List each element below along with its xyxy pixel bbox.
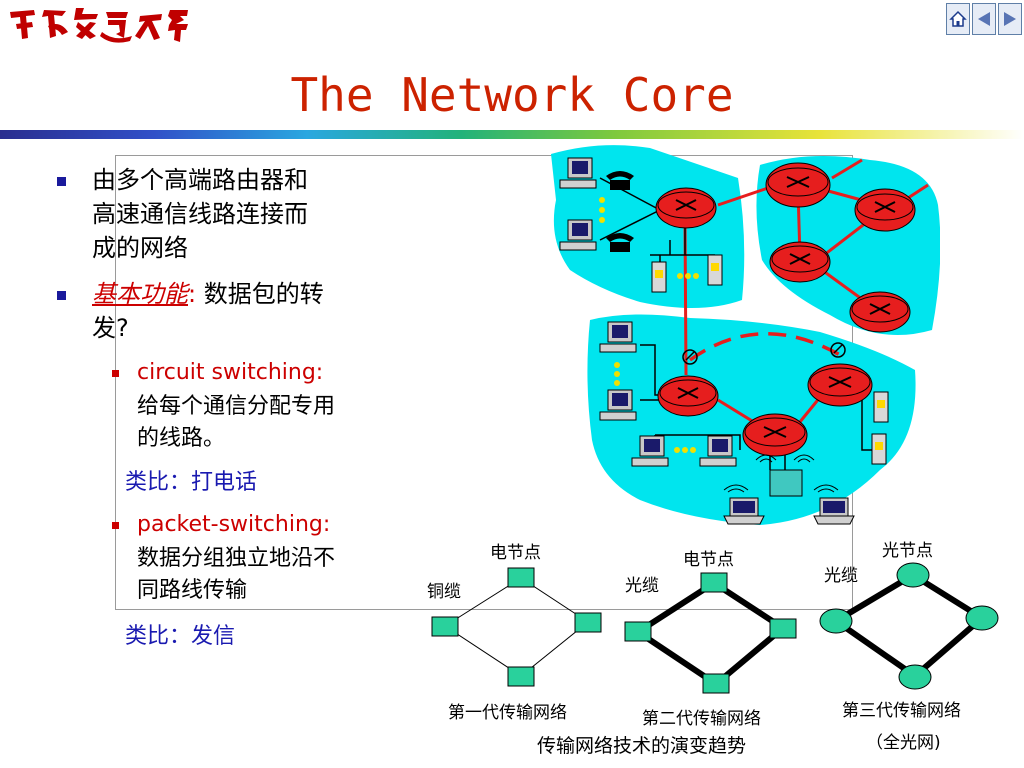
packet-switching-line-1: 数据分组独立地沿不	[137, 546, 336, 571]
electric-node	[624, 621, 652, 642]
computer-icon	[559, 157, 597, 189]
server-icon	[651, 261, 667, 293]
analogy-phone: 类比：打电话	[125, 470, 258, 495]
gen2-cable-label: 光缆	[625, 576, 659, 596]
bullet-marker	[57, 177, 66, 186]
bullet-marker	[57, 291, 66, 300]
laptop-icon	[813, 484, 855, 525]
transmission-evolution-diagram: 电节点 铜缆 第一代传输网络 电节点 光缆 第二代传输网络 光节点 光缆 第三代…	[427, 541, 999, 757]
next-button[interactable]	[998, 3, 1022, 35]
telephone-icon	[606, 233, 634, 252]
triangle-right-icon	[1004, 12, 1016, 26]
optical-node	[898, 664, 932, 690]
network-core-diagram	[551, 145, 940, 525]
wireless-base-station-icon	[755, 454, 815, 497]
packet-switching-title: packet-switching:	[137, 512, 331, 537]
analogy-letter: 类比：发信	[125, 624, 236, 649]
server-icon	[873, 391, 889, 423]
telephone-icon	[606, 171, 634, 190]
server-icon	[707, 254, 723, 286]
triangle-left-icon	[978, 12, 990, 26]
circuit-switching-line-1: 给每个通信分配专用	[137, 394, 336, 419]
sub-bullet-marker	[112, 522, 119, 529]
gen2-caption: 第二代传输网络	[642, 709, 761, 729]
electric-node	[507, 567, 535, 588]
keyword-basic-function: 基本功能	[92, 280, 188, 308]
gen2-node-label: 电节点	[683, 550, 734, 570]
link	[831, 158, 863, 180]
bullet-1-line-3: 成的网络	[92, 234, 188, 262]
computer-icon	[631, 435, 669, 467]
keyword-colon: :	[188, 280, 197, 308]
electric-node	[769, 618, 797, 639]
packet-switching-line-2: 同路线传输	[137, 578, 248, 603]
gen1-caption: 第一代传输网络	[448, 703, 567, 723]
router-icon	[655, 187, 717, 229]
trend-caption: 传输网络技术的演变趋势	[537, 735, 746, 757]
slide-nav	[946, 3, 1022, 37]
computer-icon	[559, 219, 597, 251]
router-icon	[854, 188, 916, 232]
access-network-cloud-top	[551, 145, 745, 309]
gen1-cable-label: 铜缆	[427, 582, 461, 602]
link	[717, 186, 769, 207]
home-icon	[949, 10, 967, 27]
bullet-1-line-1: 由多个高端路由器和	[92, 166, 308, 194]
gen3-node-label: 光节点	[882, 541, 933, 561]
electric-node	[702, 673, 730, 694]
laptop-icon	[723, 484, 765, 525]
electric-node	[700, 572, 728, 593]
server-icon	[871, 433, 887, 465]
router-icon	[849, 291, 911, 333]
electric-node	[574, 612, 602, 633]
slide-title: The Network Core	[290, 68, 734, 122]
electric-node	[507, 666, 535, 687]
gen3-caption: 第三代传输网络	[842, 701, 961, 721]
gen3-cable-label: 光缆	[824, 566, 858, 586]
gen1-node-label: 电节点	[490, 543, 541, 563]
computer-icon	[599, 389, 637, 421]
optical-node	[896, 562, 930, 588]
bullet-1-line-2: 高速通信线路连接而	[92, 200, 308, 228]
optical-node	[819, 608, 853, 634]
title-underline	[0, 130, 1024, 139]
previous-button[interactable]	[972, 3, 996, 35]
sub-bullet-marker	[112, 370, 119, 377]
satellite-dish-icon	[830, 342, 846, 358]
bullet-2-rest: 数据包的转	[196, 280, 324, 308]
satellite-dish-icon	[682, 349, 698, 365]
router-icon	[769, 241, 831, 283]
computer-icon	[699, 435, 737, 467]
circuit-switching-line-2: 的线路。	[137, 426, 226, 451]
optical-node	[965, 605, 999, 631]
electric-node	[431, 616, 459, 637]
bullet-2-line-1: 基本功能: 数据包的转	[92, 277, 324, 311]
university-logo	[10, 8, 188, 43]
circuit-switching-title: circuit switching:	[137, 360, 324, 385]
router-icon	[765, 162, 831, 208]
bullet-2-line-2: 发?	[92, 314, 129, 342]
gen3-caption-2: （全光网)	[866, 733, 941, 753]
link	[907, 183, 929, 200]
home-button[interactable]	[946, 3, 970, 35]
router-icon	[742, 413, 808, 457]
computer-icon	[599, 321, 637, 353]
router-icon	[807, 363, 873, 407]
router-icon	[657, 375, 719, 417]
